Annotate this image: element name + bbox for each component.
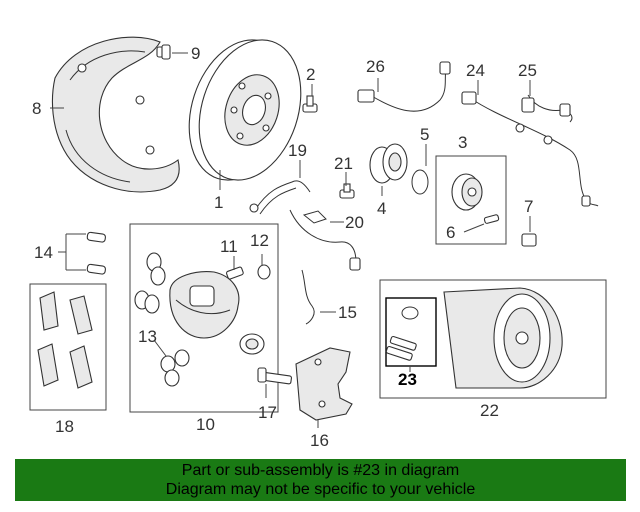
callout-10: 10 (196, 415, 215, 434)
boots-part[interactable] (160, 349, 190, 387)
sensor-harness-part[interactable] (357, 61, 451, 112)
callout-1: 1 (214, 193, 223, 212)
wheel-stud-part[interactable] (483, 214, 500, 224)
bracket-bolt-part[interactable] (339, 183, 355, 199)
wire-clip-part[interactable] (302, 210, 327, 224)
banner-line-2: Diagram may not be specific to your vehi… (165, 481, 476, 498)
shield-bolt-part[interactable] (156, 44, 171, 60)
callout-2: 2 (306, 65, 315, 84)
wheel-bearing-part[interactable] (369, 143, 408, 184)
callout-5: 5 (420, 125, 429, 144)
callout-25: 25 (518, 61, 537, 80)
callout-14: 14 (34, 243, 53, 262)
piston-seal-part[interactable] (239, 333, 265, 355)
wheel-speed-sensor-part[interactable] (461, 91, 599, 207)
callout-6: 6 (446, 223, 455, 242)
callout-20: 20 (345, 213, 364, 232)
callout-24: 24 (466, 61, 485, 80)
caliper-carrier-part[interactable] (295, 347, 353, 421)
hose-bracket-part[interactable] (301, 269, 315, 325)
parking-brake-motor-part[interactable] (443, 287, 563, 389)
callout-7: 7 (524, 197, 533, 216)
callout-16: 16 (310, 431, 329, 450)
callout-22: 22 (480, 401, 499, 420)
wire-bracket-part[interactable] (249, 180, 311, 215)
snap-ring-part[interactable] (411, 169, 429, 195)
motor-assembly-box (379, 279, 607, 399)
callout-18: 18 (55, 417, 74, 436)
callout-9: 9 (191, 44, 200, 63)
rotor-screw-part[interactable] (302, 95, 318, 113)
sensor-connector-part[interactable] (521, 94, 573, 123)
callout-21: 21 (334, 154, 353, 173)
dust-shield-part[interactable] (51, 36, 180, 193)
brake-pads-box (29, 283, 107, 411)
wheel-hub-part[interactable] (451, 173, 483, 211)
brake-caliper-part[interactable] (169, 271, 240, 339)
bleeder-cap-part[interactable] (257, 264, 271, 280)
caliper-assembly-box (129, 223, 279, 413)
callout-11: 11 (220, 237, 238, 256)
callout-17: 17 (258, 403, 277, 422)
callout-3: 3 (458, 133, 467, 152)
callout-26: 26 (366, 57, 385, 76)
callout-13: 13 (138, 327, 157, 346)
callout-8: 8 (32, 99, 41, 118)
callout-12: 12 (250, 231, 269, 250)
hub-nut-part[interactable] (521, 233, 537, 247)
callout-23: 23 (398, 370, 417, 389)
rear-sensor-cable-part[interactable] (289, 209, 361, 271)
seal-bolt-kit-box (385, 297, 437, 367)
caliper-bolt-part[interactable] (257, 367, 292, 385)
seal-bolt-kit-part[interactable] (385, 306, 419, 361)
callout-15: 15 (338, 303, 357, 322)
callout-4: 4 (377, 199, 386, 218)
bleeder-screw-part[interactable] (226, 266, 244, 280)
banner-line-1: Part or sub-assembly is #23 in diagram (181, 462, 460, 479)
brake-rotor-part[interactable] (172, 27, 318, 194)
info-banner: Part or sub-assembly is #23 in diagram D… (15, 459, 626, 501)
caliper-pins-part[interactable] (134, 252, 166, 314)
callout-19: 19 (288, 141, 307, 160)
guide-pins-part[interactable] (86, 231, 106, 275)
hub-assembly-box (435, 155, 507, 245)
brake-pads-part[interactable] (37, 291, 93, 389)
